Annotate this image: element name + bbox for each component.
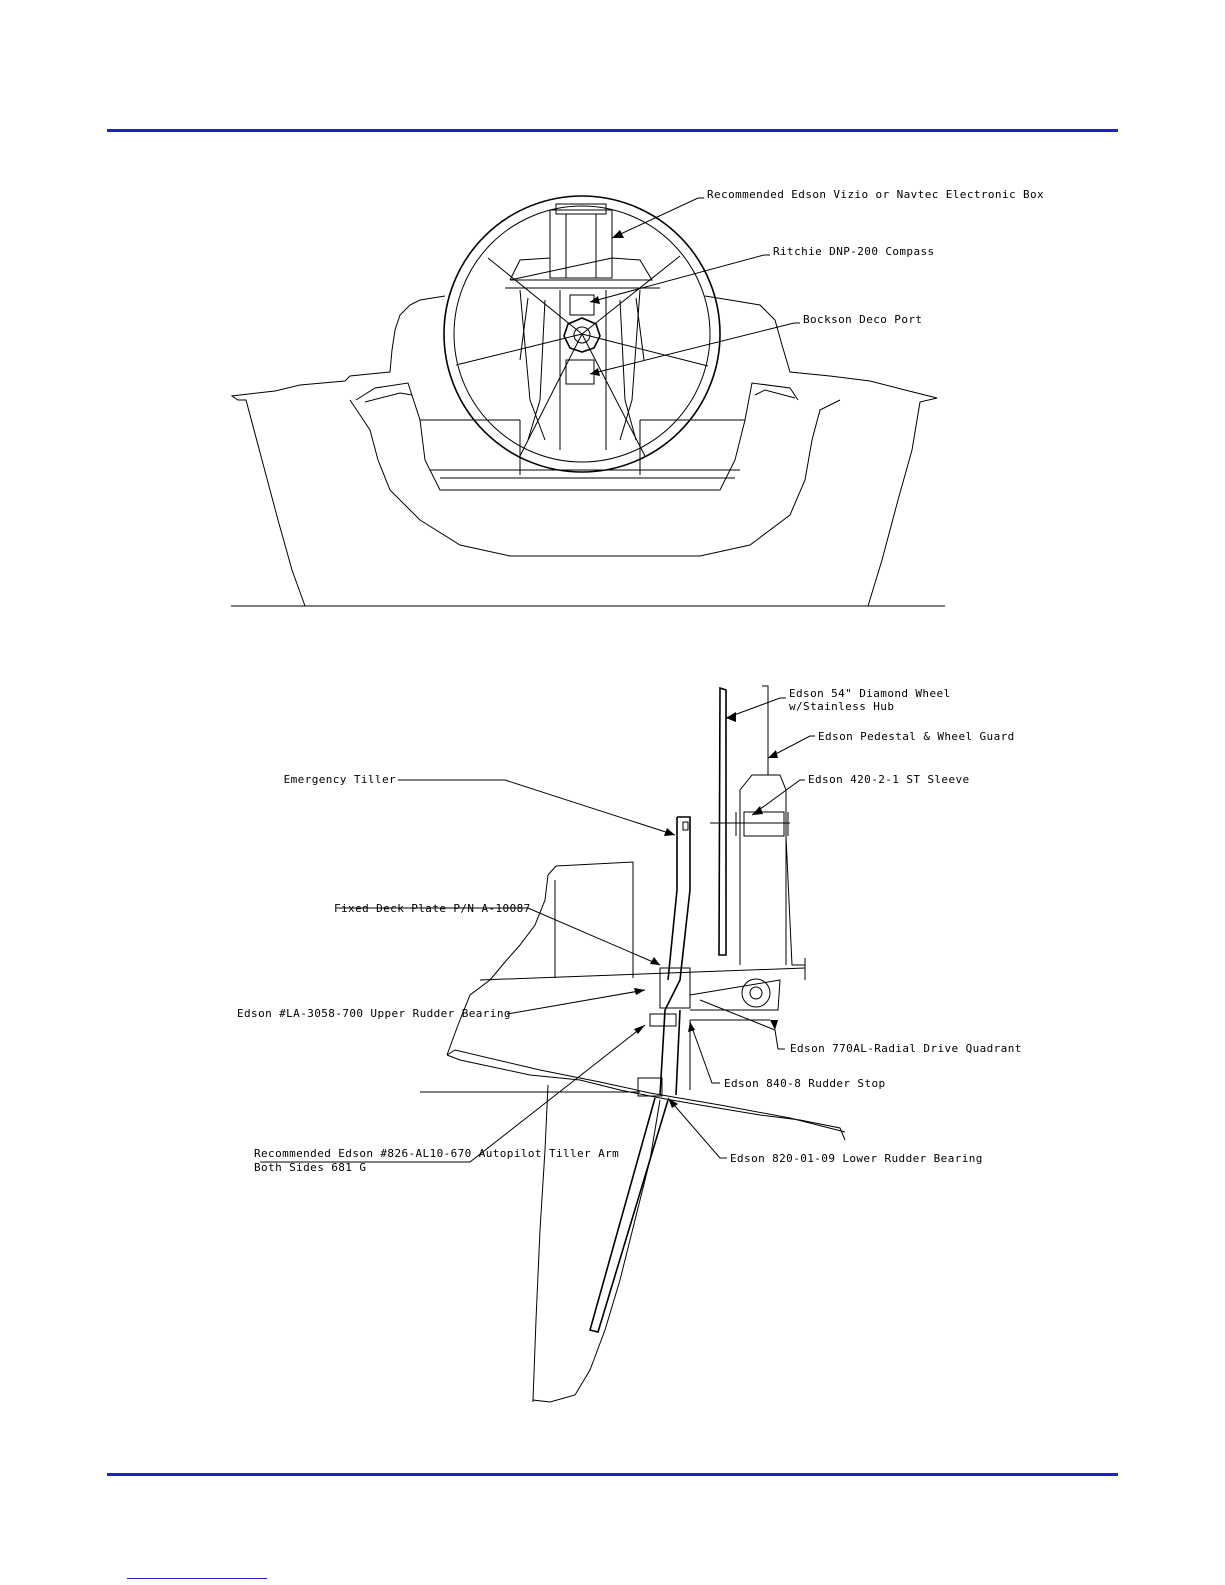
- callout-autopilot-line2: Both Sides 681 G: [254, 1161, 366, 1174]
- emergency-tiller: [664, 816, 691, 1011]
- electronic-box-cap: [555, 203, 607, 215]
- tiller-socket: [682, 821, 689, 831]
- callout-electronic-box: Recommended Edson Vizio or Navtec Electr…: [707, 188, 1044, 201]
- callout-deco-port: Bockson Deco Port: [803, 313, 922, 326]
- rudder-shaft: [589, 1097, 669, 1333]
- callout-lower-bearing: Edson 820-01-09 Lower Rudder Bearing: [730, 1152, 983, 1165]
- hull-outline: [230, 295, 938, 607]
- wheel-rim-outer: [443, 195, 721, 473]
- footer-rule: [107, 1473, 1118, 1476]
- hull-bottom: [446, 1054, 846, 1141]
- coaming-left: [364, 392, 413, 403]
- callout-sleeve: Edson 420-2-1 ST Sleeve: [808, 773, 970, 786]
- side-view-leaders: [260, 697, 815, 1163]
- wheel-edge: [718, 686, 727, 956]
- callout-rudder-stop: Edson 840-8 Rudder Stop: [724, 1077, 886, 1090]
- sleeve-block: [743, 811, 785, 837]
- pedestal: [739, 685, 787, 965]
- callout-tiller-text: Emergency Tiller: [284, 773, 396, 786]
- wheel-spokes: [455, 255, 709, 457]
- cabin-side: [446, 861, 634, 1056]
- callout-wheel: Edson 54" Diamond Wheel: [789, 687, 951, 700]
- callout-upper-bearing: Edson #LA-3058-700 Upper Rudder Bearing: [237, 1007, 511, 1020]
- coaming-right: [754, 389, 796, 399]
- drive-wheel-hub: [749, 986, 763, 1000]
- side-view: Edson 54" Diamond Wheel w/Stainless Hub …: [237, 685, 1022, 1403]
- rudder-stock: [659, 1009, 681, 1096]
- rudder-blade: [532, 1084, 661, 1403]
- deco-port: [565, 359, 595, 385]
- callout-autopilot: Recommended Edson #826-AL10-670 Autopilo…: [254, 1147, 619, 1160]
- compass-housing: [509, 257, 653, 281]
- top-view-leaders: [589, 197, 800, 376]
- footer-link-underline: [127, 1578, 267, 1579]
- header-rule: [107, 129, 1118, 132]
- guard-inner: [519, 297, 645, 361]
- callout-radial-drive: Edson 770AL-Radial Drive Quadrant: [790, 1042, 1022, 1055]
- wheel-hub: [563, 317, 601, 353]
- guard-legs: [519, 289, 641, 441]
- upper-bearing: [649, 1013, 677, 1027]
- cockpit-well: [349, 399, 841, 557]
- compass-bowl: [569, 294, 595, 316]
- pedestal-flare: [785, 835, 805, 966]
- top-view: Recommended Edson Vizio or Navtec Electr…: [230, 188, 1044, 607]
- electronic-box: [549, 209, 613, 279]
- wheel-rim-inner: [453, 205, 711, 463]
- lower-bearing: [637, 1077, 663, 1097]
- callout-deck-plate: Fixed Deck Plate P/N A-10087: [334, 902, 531, 915]
- callout-compass: Ritchie DNP-200 Compass: [773, 245, 935, 258]
- callout-pedestal: Edson Pedestal & Wheel Guard: [818, 730, 1015, 743]
- rudder-post-head: [659, 967, 691, 1009]
- cockpit-trough: [355, 382, 799, 491]
- shaft-collars: [735, 812, 789, 836]
- callout-wheel-line2: w/Stainless Hub: [789, 700, 894, 713]
- drive-quadrant: [689, 979, 781, 1011]
- hub-center: [573, 326, 591, 344]
- pedestal-column: [527, 290, 637, 450]
- deck-line: [479, 967, 806, 981]
- hull-bottom-inner: [446, 1049, 846, 1133]
- drive-wheel: [741, 978, 771, 1008]
